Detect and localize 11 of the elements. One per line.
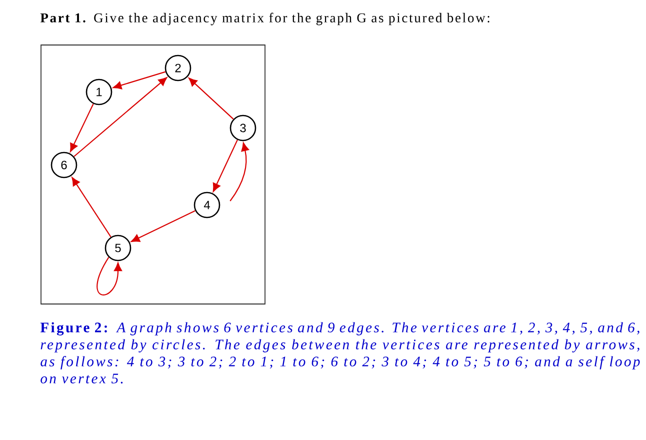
arrow	[70, 104, 94, 152]
heading: Part 1. Give the adjacency matrix for the graph G as pictured below:	[40, 12, 490, 26]
figure-caption: Figure 2: A graph shows 6 vertices and 9 edges. The vertices are 1, 2, 3, 4, 5, and 6, represented by circles. The edges between the vertices are represented by arrows, as follows: 4 to 3; 3 to 2; 2 to 1; 1 to 6; 6 to 2; 3 to 4; 4 to 5; 5 to 6; and a self loop on vertex 5.	[40, 322, 640, 384]
arrow	[188, 78, 234, 120]
arrow	[74, 77, 168, 157]
arrow	[96, 257, 122, 296]
arrow	[230, 142, 250, 202]
arrow	[112, 71, 166, 90]
arrow	[131, 210, 196, 242]
arrow	[212, 140, 238, 192]
arrow	[72, 177, 112, 238]
